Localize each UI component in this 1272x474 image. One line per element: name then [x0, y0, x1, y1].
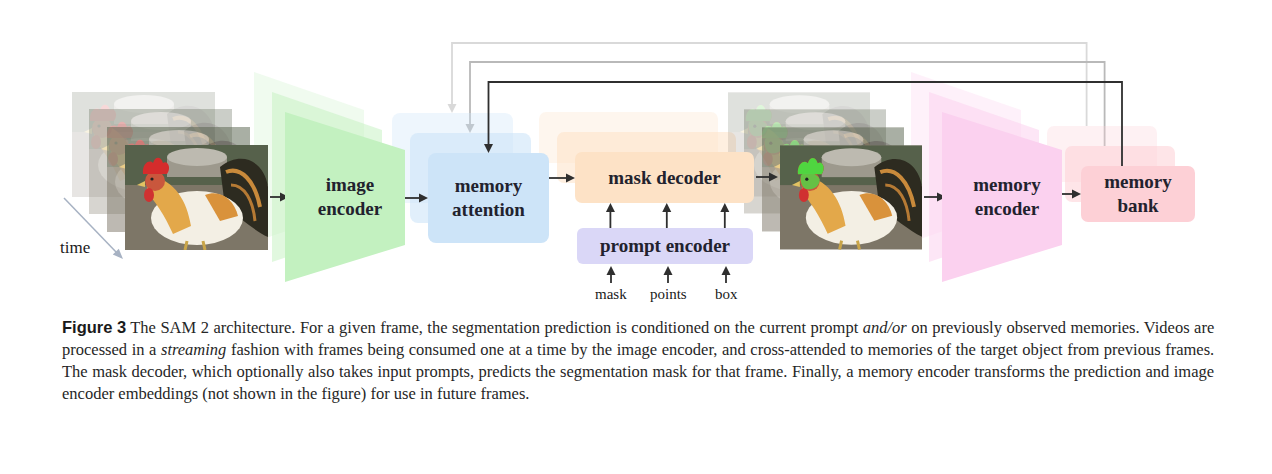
node-label: memory encoder: [961, 173, 1053, 221]
frame-photo: [125, 145, 268, 250]
input-arrow: [725, 275, 727, 283]
axis-label: time: [58, 238, 92, 258]
input-label: points: [648, 286, 689, 303]
connector: [662, 203, 671, 228]
process-box: prompt encoder: [577, 228, 753, 264]
arrowhead: [662, 203, 671, 212]
faded-arrowhead: [448, 104, 457, 113]
input-arrowhead: [664, 266, 673, 275]
flow-arrow: [270, 196, 280, 198]
trapezoid-outline: [942, 112, 1062, 282]
caption-emphasis: streaming: [161, 340, 226, 359]
arrowhead: [720, 203, 729, 212]
input-label: box: [713, 286, 740, 303]
caption-number: 3: [117, 318, 126, 336]
connector: [606, 203, 615, 228]
node-label: prompt encoder: [600, 234, 730, 258]
node-label: memory attention: [437, 174, 540, 222]
process-box: mask decoder: [575, 152, 754, 203]
arrowhead: [1072, 190, 1081, 199]
connector-line: [610, 211, 612, 228]
connector: [405, 194, 428, 203]
connector: [720, 203, 729, 228]
figure-caption: Figure 3 The SAM 2 architecture. For a g…: [62, 316, 1214, 405]
input-arrow: [667, 275, 669, 283]
flow-arrow: [924, 196, 937, 198]
output-photo: [780, 145, 922, 249]
connector-line: [1062, 193, 1073, 195]
process-box: memory attention: [428, 153, 549, 243]
caption-number: Figure: [62, 318, 112, 336]
node-label: image encoder: [304, 173, 396, 221]
trapezoid-fill: [285, 112, 405, 282]
arrowhead: [419, 194, 428, 203]
connector-line: [549, 177, 567, 179]
connector-line: [405, 197, 420, 199]
input-arrowhead: [722, 266, 731, 275]
node-label: mask decoder: [608, 166, 720, 190]
trapezoid-fill: [942, 112, 1062, 282]
time-arrowhead: [113, 249, 123, 259]
node-label: memory bank: [1089, 170, 1187, 218]
connector: [549, 174, 575, 183]
connector: [1062, 190, 1081, 199]
trapezoid-outline: [285, 112, 405, 282]
input-label: mask: [593, 286, 629, 303]
arrowhead: [606, 203, 615, 212]
flow-arrowhead: [769, 173, 778, 182]
encoder-trapezoid: image encoder: [285, 112, 405, 282]
connector-line: [724, 211, 726, 228]
connector-line: [666, 211, 668, 228]
arrowhead: [566, 174, 575, 183]
caption-emphasis: and/or: [863, 318, 907, 337]
flow-arrow: [756, 176, 769, 178]
storage-box: memory bank: [1081, 166, 1195, 222]
input-arrow: [610, 275, 612, 283]
input-arrowhead: [607, 266, 616, 275]
encoder-trapezoid: memory encoder: [942, 112, 1062, 282]
arrowhead: [484, 144, 493, 153]
